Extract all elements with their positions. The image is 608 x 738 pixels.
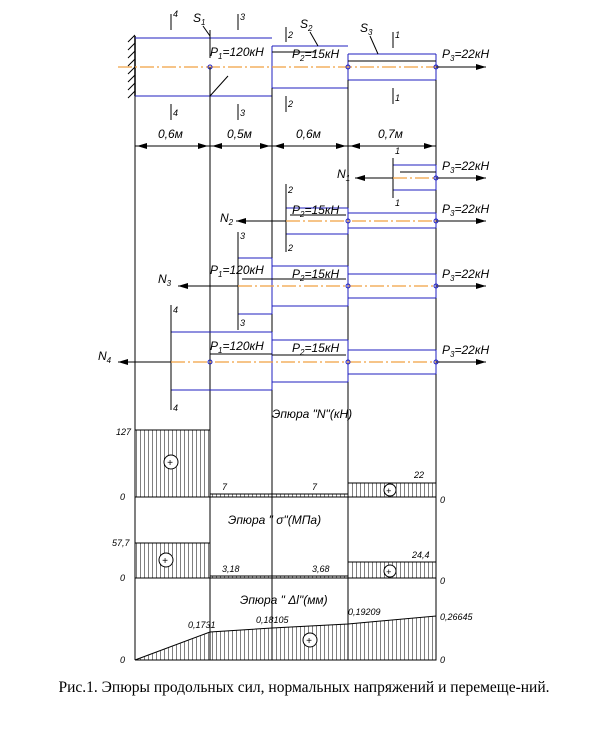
svg-text:P2=15кН: P2=15кН	[292, 267, 339, 283]
svg-text:P2=15кН: P2=15кН	[292, 203, 339, 219]
svg-text:4: 4	[173, 305, 178, 315]
svg-text:3: 3	[240, 231, 245, 241]
length-3: 0,6м	[296, 127, 321, 141]
svg-text:0: 0	[120, 655, 125, 665]
main-bar: P1=120кН P2=15кН P3=22кН S1 S2 S3 4 3 2 …	[118, 9, 489, 120]
length-4: 0,7м	[378, 127, 403, 141]
svg-text:0: 0	[440, 576, 445, 586]
svg-text:P3=22кН: P3=22кН	[442, 267, 489, 283]
svg-text:7: 7	[312, 482, 318, 492]
cut-3-top: 3	[240, 12, 245, 22]
p3-label: P3=22кН	[442, 47, 489, 63]
cut-2-top: 2	[287, 30, 293, 40]
cut-4-top: 4	[173, 9, 178, 19]
svg-text:+: +	[386, 486, 391, 496]
cut-1-top: 1	[395, 30, 400, 40]
svg-text:0,1731: 0,1731	[188, 620, 216, 630]
svg-text:1: 1	[395, 198, 400, 208]
svg-text:P1=120кН: P1=120кН	[210, 339, 264, 355]
section-s3-label: S3	[360, 21, 373, 37]
svg-text:0,19209: 0,19209	[348, 607, 381, 617]
svg-text:24,4: 24,4	[411, 550, 430, 560]
free-body-2: 2 2 N2 P2=15кН P3=22кН	[220, 184, 489, 253]
n3-label: N3	[158, 272, 172, 288]
cut-3-bottom: 3	[240, 108, 245, 118]
free-body-1: 1 1 N1 P3=22кН	[337, 146, 489, 208]
length-2: 0,5м	[227, 127, 252, 141]
diagram-sigma-title: Эпюра " σ"(МПа)	[228, 513, 321, 527]
svg-text:+: +	[386, 567, 391, 577]
figure-caption: Рис.1. Эпюры продольных сил, нормальных …	[58, 679, 550, 696]
cut-1-bottom: 1	[395, 93, 400, 103]
svg-text:0: 0	[440, 655, 445, 665]
diagram-n: Эпюра "N"(кН) + + 127 7 7 22 0 0	[116, 407, 445, 505]
section-s1-label: S1	[193, 11, 205, 27]
load-point-p2	[345, 64, 351, 70]
svg-text:1: 1	[395, 146, 400, 156]
diagram-sigma: Эпюра " σ"(МПа) + + 57,7 3,18 3,68 24,4 …	[112, 513, 445, 586]
diagram-n-title: Эпюра "N"(кН)	[272, 407, 352, 421]
cut-4-bottom: 4	[173, 108, 178, 118]
svg-text:0,26645: 0,26645	[440, 612, 474, 622]
svg-text:P3=22кН: P3=22кН	[442, 343, 489, 359]
p2-label: P2=15кН	[292, 47, 339, 63]
n-value-127: 127	[116, 427, 132, 437]
svg-text:0: 0	[120, 492, 125, 502]
n1-label: N1	[337, 167, 350, 183]
wall-support	[127, 34, 136, 99]
svg-text:+: +	[167, 458, 173, 469]
free-body-3: 3 3 N3 P1=120кН P2=15кН P3=22кН	[158, 231, 489, 330]
svg-text:+: +	[162, 556, 168, 567]
axial-load-diagram: P1=120кН P2=15кН P3=22кН S1 S2 S3 4 3 2 …	[98, 9, 489, 665]
svg-text:P3=22кН: P3=22кН	[442, 202, 489, 218]
diagram-delta-title: Эпюра " Δl"(мм)	[240, 593, 328, 607]
svg-text:57,7: 57,7	[112, 538, 131, 548]
length-1: 0,6м	[158, 127, 183, 141]
svg-text:2: 2	[287, 243, 293, 253]
section-s2-label: S2	[300, 17, 313, 33]
svg-text:0,18105: 0,18105	[256, 615, 290, 625]
svg-text:3,68: 3,68	[312, 564, 330, 574]
free-body-4: 4 4 N4 P1=120кН P2=15кН P3=22кН	[98, 305, 489, 413]
svg-text:4: 4	[173, 403, 178, 413]
svg-text:+: +	[306, 636, 312, 647]
svg-text:7: 7	[222, 482, 228, 492]
svg-text:22: 22	[413, 470, 424, 480]
cut-2-bottom: 2	[287, 99, 293, 109]
svg-text:0: 0	[440, 495, 445, 505]
diagram-delta-l: Эпюра " Δl"(мм) + 0,1731 0,18105 0,19209…	[120, 593, 474, 665]
svg-text:P2=15кН: P2=15кН	[292, 341, 339, 357]
n4-label: N4	[98, 349, 112, 365]
svg-text:3,18: 3,18	[222, 564, 240, 574]
p1-label: P1=120кН	[210, 45, 264, 61]
svg-text:2: 2	[287, 185, 293, 195]
n2-label: N2	[220, 211, 234, 227]
svg-text:3: 3	[240, 318, 245, 328]
svg-text:0: 0	[120, 573, 125, 583]
svg-text:P3=22кН: P3=22кН	[442, 159, 489, 175]
svg-text:P1=120кН: P1=120кН	[210, 263, 264, 279]
